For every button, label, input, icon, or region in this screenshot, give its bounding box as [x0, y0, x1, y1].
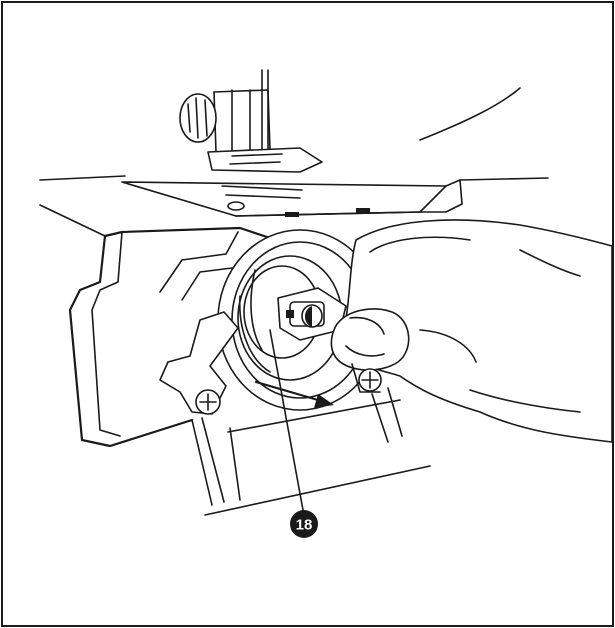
callout-number: 18 [296, 517, 313, 534]
base-lines [191, 387, 431, 516]
presser-foot [179, 69, 323, 173]
pull-direction-arrow [254, 380, 334, 408]
bobbin-area-frame [68, 226, 272, 448]
needle-plate [121, 179, 463, 217]
callout-badge: 18 [290, 510, 318, 538]
hand [330, 219, 613, 443]
callout-leader-line [269, 329, 304, 511]
bobbin-latch [277, 287, 347, 341]
latch-lever [159, 311, 382, 415]
